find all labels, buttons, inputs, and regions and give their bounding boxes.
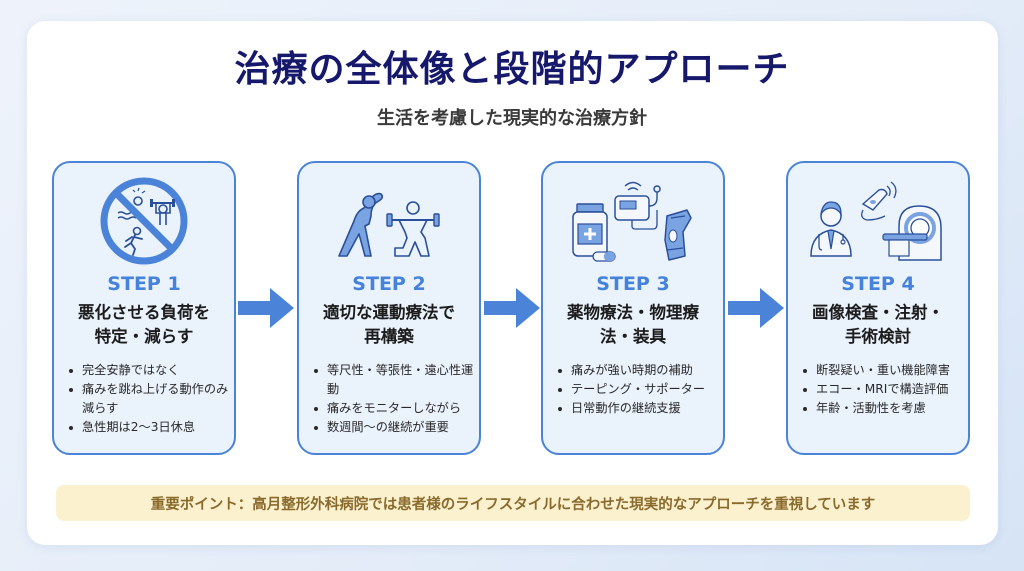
step-heading-line: 手術検討: [845, 327, 911, 346]
step-card-4: STEP 4 画像検査・注射・ 手術検討 断裂疑い・重い機能障害 エコー・MRI…: [786, 161, 970, 455]
step-bullets: 等尺性・等張性・遠心性運動 痛みをモニターしながら 数週間〜の継続が重要: [313, 361, 475, 437]
step-heading: 薬物療法・物理療 法・装具: [547, 301, 719, 349]
bullet-item: 等尺性・等張性・遠心性運動: [313, 361, 475, 399]
step-label: STEP 1: [107, 273, 181, 295]
key-point-note: 重要ポイント：高月整形外科病院では患者様のライフスタイルに合わせた現実的なアプロ…: [56, 485, 970, 521]
step-heading-line: 薬物療法・物理療: [567, 303, 699, 322]
bullet-item: エコー・MRIで構造評価: [802, 380, 964, 399]
bullet-item: 痛みを跳ね上げる動作のみ減らす: [68, 380, 230, 418]
bullet-item: テーピング・サポーター: [557, 380, 719, 399]
no-sports-icon: [54, 171, 234, 271]
bullet-item: 痛みをモニターしながら: [313, 399, 475, 418]
step-heading-line: 再構築: [364, 327, 414, 346]
medicine-device-brace-icon: [543, 171, 723, 271]
step-bullets: 完全安静ではなく 痛みを跳ね上げる動作のみ減らす 急性期は2〜3日休息: [68, 361, 230, 437]
step-heading-line: 悪化させる負荷を: [78, 303, 210, 322]
step-heading-line: 画像検査・注射・: [812, 303, 944, 322]
step-heading-line: 法・装具: [600, 327, 666, 346]
exercise-icon: [299, 171, 479, 271]
page-subtitle: 生活を考慮した現実的な治療方針: [377, 108, 647, 129]
page-title: 治療の全体像と段階的アプローチ: [234, 49, 790, 90]
arrow-right-icon: [484, 288, 540, 328]
step-heading: 適切な運動療法で 再構築: [303, 301, 475, 349]
step-heading-line: 適切な運動療法で: [323, 303, 455, 322]
doctor-imaging-icon: [788, 171, 968, 271]
bullet-item: 日常動作の継続支援: [557, 399, 719, 418]
step-label: STEP 4: [841, 273, 915, 295]
step-card-2: STEP 2 適切な運動療法で 再構築 等尺性・等張性・遠心性運動 痛みをモニタ…: [297, 161, 481, 455]
arrow-right-icon: [238, 288, 294, 328]
step-heading: 画像検査・注射・ 手術検討: [792, 301, 964, 349]
step-heading-line: 特定・減らす: [94, 327, 194, 346]
bullet-item: 痛みが強い時期の補助: [557, 361, 719, 380]
bullet-item: 急性期は2〜3日休息: [68, 418, 230, 437]
bullet-item: 数週間〜の継続が重要: [313, 418, 475, 437]
bullet-item: 年齢・活動性を考慮: [802, 399, 964, 418]
step-label: STEP 3: [596, 273, 670, 295]
step-bullets: 断裂疑い・重い機能障害 エコー・MRIで構造評価 年齢・活動性を考慮: [802, 361, 964, 418]
step-card-1: STEP 1 悪化させる負荷を 特定・減らす 完全安静ではなく 痛みを跳ね上げる…: [52, 161, 236, 455]
bullet-item: 断裂疑い・重い機能障害: [802, 361, 964, 380]
step-heading: 悪化させる負荷を 特定・減らす: [58, 301, 230, 349]
step-card-3: STEP 3 薬物療法・物理療 法・装具 痛みが強い時期の補助 テーピング・サポ…: [541, 161, 725, 455]
step-label: STEP 2: [352, 273, 426, 295]
arrow-right-icon: [728, 288, 784, 328]
bullet-item: 完全安静ではなく: [68, 361, 230, 380]
step-bullets: 痛みが強い時期の補助 テーピング・サポーター 日常動作の継続支援: [557, 361, 719, 418]
